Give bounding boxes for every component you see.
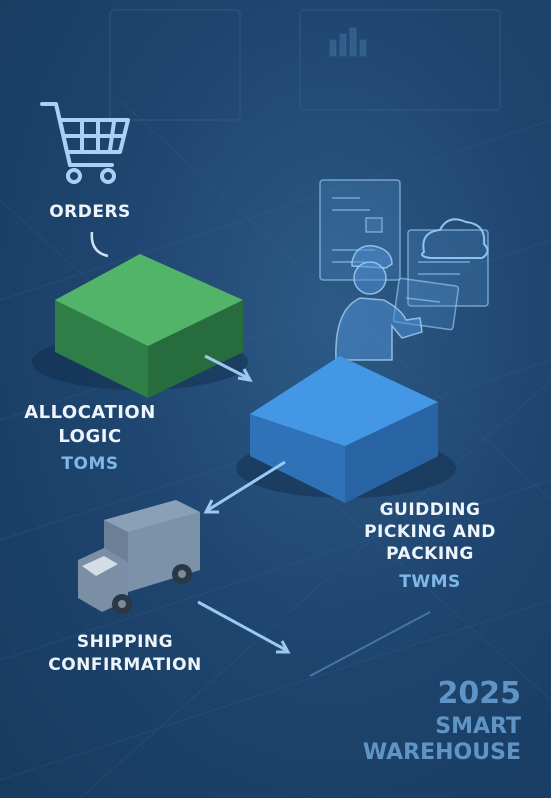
guiding-label-line2: PICKING AND (364, 522, 496, 542)
guiding-block (236, 356, 456, 503)
brand-year: 2025 (437, 676, 522, 711)
truck-icon (78, 500, 200, 614)
shipping-label-line2: CONFIRMATION (48, 655, 202, 675)
arrow-allocation-to-guiding (204, 354, 253, 382)
guiding-label-line3: PACKING (386, 544, 474, 564)
allocation-system-label: TOMS (61, 454, 119, 474)
worker-icon (335, 245, 423, 361)
guiding-label-line1: GUIDDING (379, 500, 481, 520)
orders-label: ORDERS (49, 202, 131, 222)
arrow-shipping-out (197, 600, 291, 654)
brand-line1: SMART (435, 714, 521, 739)
cloud-icon (421, 218, 489, 259)
shipping-label-line1: SHIPPING (76, 632, 174, 652)
floor-glow-line (309, 611, 431, 677)
orders-connector (90, 231, 109, 258)
allocation-label-line1: ALLOCATION (24, 402, 156, 423)
arrow-guiding-to-shipping (203, 460, 286, 514)
guiding-system-label: TWMS (399, 572, 461, 592)
allocation-label-line2: LOGIC (58, 426, 122, 447)
brand-line2: WAREHOUSE (362, 740, 521, 765)
allocation-block (32, 254, 248, 398)
shopping-cart-icon (40, 102, 130, 184)
background-panels (109, 9, 501, 121)
